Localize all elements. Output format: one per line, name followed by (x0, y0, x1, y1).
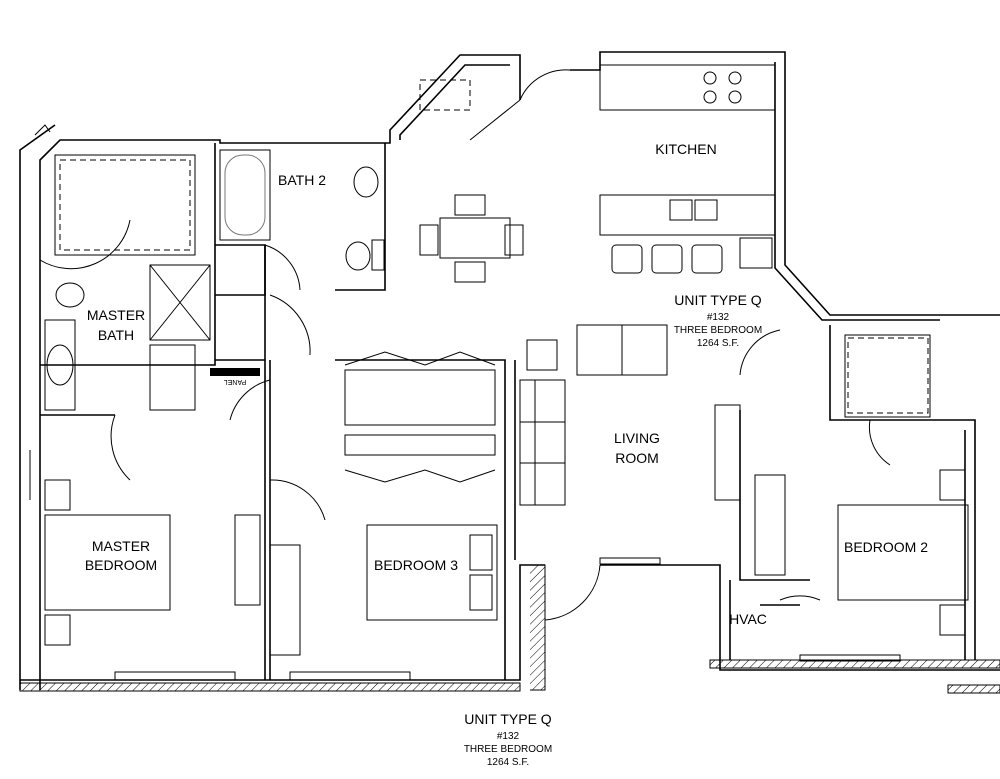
label-panel: PANEL (224, 378, 247, 385)
exterior-walls (19, 51, 1000, 694)
label-hvac: HVAC (729, 611, 767, 627)
label-master-bedroom-1: MASTER (92, 538, 150, 554)
label-master-bedroom-2: BEDROOM (85, 557, 157, 573)
unit-bedrooms: THREE BEDROOM (674, 325, 762, 336)
label-bath-2: BATH 2 (278, 172, 326, 188)
fixtures (44, 64, 776, 411)
unit-area: 1264 S.F. (487, 757, 529, 768)
electrical-panel (210, 368, 260, 376)
label-master-bath-1: MASTER (87, 307, 145, 323)
room-labels: KITCHEN BATH 2 MASTER BATH LIVING ROOM M… (85, 141, 928, 627)
label-kitchen: KITCHEN (655, 141, 716, 157)
furniture (44, 194, 969, 656)
label-bedroom-2: BEDROOM 2 (844, 539, 928, 555)
doors (39, 69, 891, 621)
label-bedroom-3: BEDROOM 3 (374, 557, 458, 573)
unit-label-center: UNIT TYPE Q #132 THREE BEDROOM 1264 S.F. (674, 292, 762, 349)
label-master-bath-2: BATH (98, 327, 134, 343)
unit-number: #132 (707, 312, 730, 323)
unit-area: 1264 S.F. (697, 338, 739, 349)
unit-type: UNIT TYPE Q (464, 711, 552, 727)
windows (114, 557, 901, 681)
label-living-1: LIVING (614, 430, 660, 446)
interior-walls (40, 143, 976, 680)
unit-number: #132 (497, 731, 520, 742)
closets (54, 79, 931, 483)
unit-bedrooms: THREE BEDROOM (464, 744, 552, 755)
unit-type: UNIT TYPE Q (674, 292, 762, 308)
unit-label-bottom: UNIT TYPE Q #132 THREE BEDROOM 1264 S.F. (464, 711, 552, 768)
label-living-2: ROOM (615, 450, 659, 466)
